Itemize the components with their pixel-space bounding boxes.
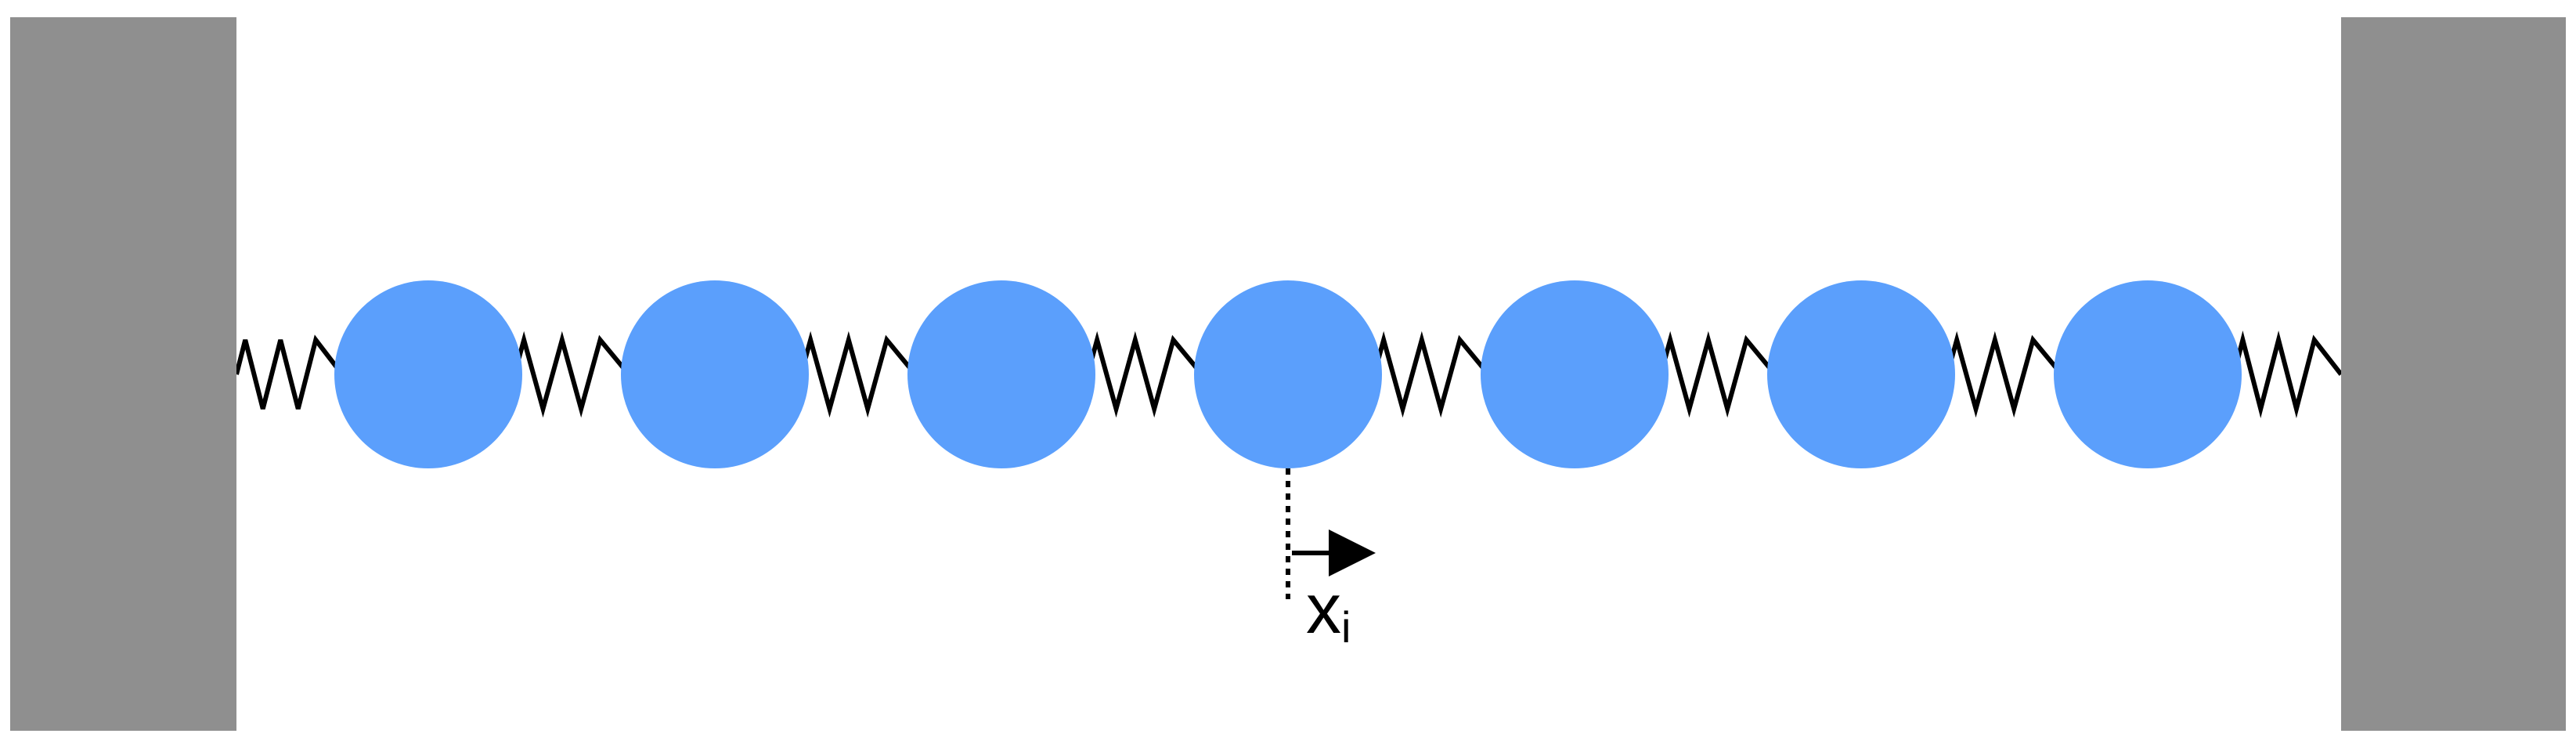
mass-1 [334, 280, 522, 468]
displacement-label: xi [1306, 570, 1351, 652]
springs-layer [234, 331, 2343, 418]
spring-8 [2231, 331, 2343, 418]
spring-6 [1658, 331, 1777, 418]
mass-6 [1767, 280, 1955, 468]
masses-layer [334, 280, 2242, 468]
left-wall [10, 17, 236, 731]
spring-3 [799, 331, 918, 418]
mass-4 [1194, 280, 1382, 468]
spring-5 [1372, 331, 1491, 418]
spring-2 [512, 331, 631, 418]
spring-4 [1085, 331, 1204, 418]
spring-1 [234, 334, 345, 410]
spring-7 [1945, 331, 2064, 418]
mass-5 [1481, 280, 1669, 468]
displacement-marker: xi [1286, 468, 1376, 652]
mass-7 [2054, 280, 2242, 468]
right-wall [2341, 17, 2566, 731]
mass-2 [621, 280, 809, 468]
mass-3 [907, 280, 1095, 468]
